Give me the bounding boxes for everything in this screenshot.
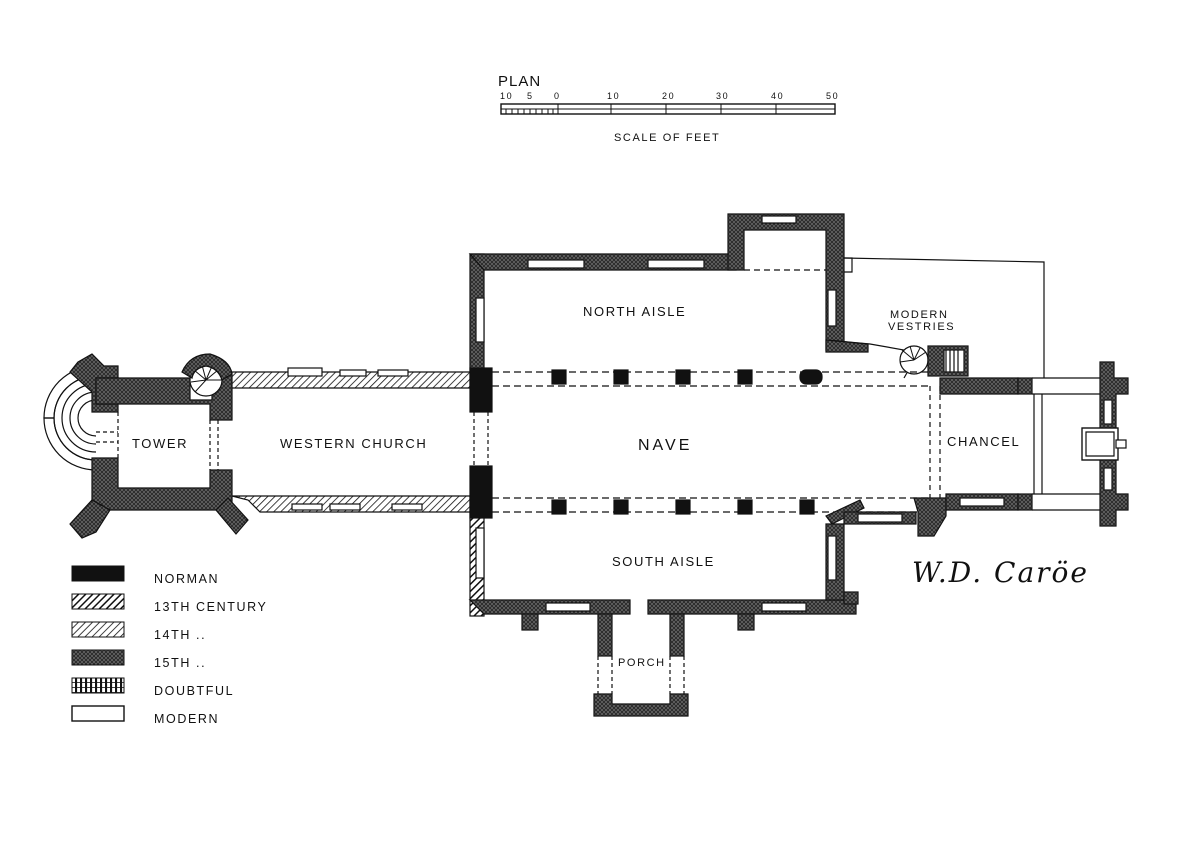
- tower-walls: [43, 353, 249, 539]
- scale-ticks: 10 5 0 10 20 30 40 50: [500, 91, 839, 101]
- room-label-north-aisle: NORTH AISLE: [583, 304, 686, 319]
- scale-ruler: [500, 103, 836, 115]
- arcades: [492, 369, 941, 515]
- nave-west-wall: [469, 253, 493, 617]
- legend-label: NORMAN: [154, 572, 219, 586]
- room-label-nave: NAVE: [638, 437, 692, 454]
- scale-tick-label: 50: [826, 91, 839, 101]
- room-label-tower: TOWER: [132, 436, 188, 451]
- plan-title: PLAN: [498, 73, 541, 90]
- legend-item: 15TH ..: [71, 649, 206, 670]
- porch-walls: [593, 613, 689, 717]
- legend-item: DOUBTFUL: [71, 677, 234, 698]
- walls: [43, 213, 1129, 717]
- scale-tick-label: 10: [607, 91, 620, 101]
- legend: NORMAN 13TH CENTURY 14TH .. 15TH .. DOUB…: [71, 565, 267, 726]
- legend-label: DOUBTFUL: [154, 684, 234, 698]
- legend-item: 14TH ..: [71, 621, 206, 642]
- vestries-walls: [843, 257, 1045, 378]
- room-labels: NORTH AISLE MODERN VESTRIES TOWER WESTER…: [132, 304, 1020, 669]
- room-label-modern-vestries: VESTRIES: [888, 321, 955, 333]
- scale-caption: SCALE OF FEET: [614, 132, 720, 144]
- scale-tick-label: 40: [771, 91, 784, 101]
- scale-tick-label: 5: [527, 91, 534, 101]
- scale-tick-label: 10: [500, 91, 513, 101]
- legend-label: MODERN: [154, 712, 219, 726]
- north-aisle-walls: [468, 213, 913, 379]
- room-label-western-church: WESTERN CHURCH: [280, 436, 427, 451]
- room-label-chancel: CHANCEL: [947, 434, 1020, 449]
- room-label-south-aisle: SOUTH AISLE: [612, 554, 715, 569]
- scale-tick-label: 30: [716, 91, 729, 101]
- room-label-modern-vestries: MODERN: [890, 309, 949, 321]
- chancel-walls: [939, 361, 1129, 527]
- legend-label: 14TH ..: [154, 628, 206, 642]
- western-church-walls: [231, 367, 471, 513]
- architect-signature: W.D. Caröe: [912, 556, 1089, 589]
- scale-bar: PLAN 10 5 0 10 20 30 40 50 SCALE OF FEET: [498, 73, 839, 144]
- legend-item: MODERN: [71, 705, 219, 726]
- south-aisle-walls: [468, 497, 947, 631]
- room-label-porch: PORCH: [618, 657, 666, 669]
- legend-item: 13TH CENTURY: [71, 593, 267, 614]
- legend-item: NORMAN: [71, 565, 219, 586]
- legend-label: 15TH ..: [154, 656, 206, 670]
- legend-label: 13TH CENTURY: [154, 600, 267, 614]
- scale-tick-label: 20: [662, 91, 675, 101]
- scale-tick-label: 0: [554, 91, 561, 101]
